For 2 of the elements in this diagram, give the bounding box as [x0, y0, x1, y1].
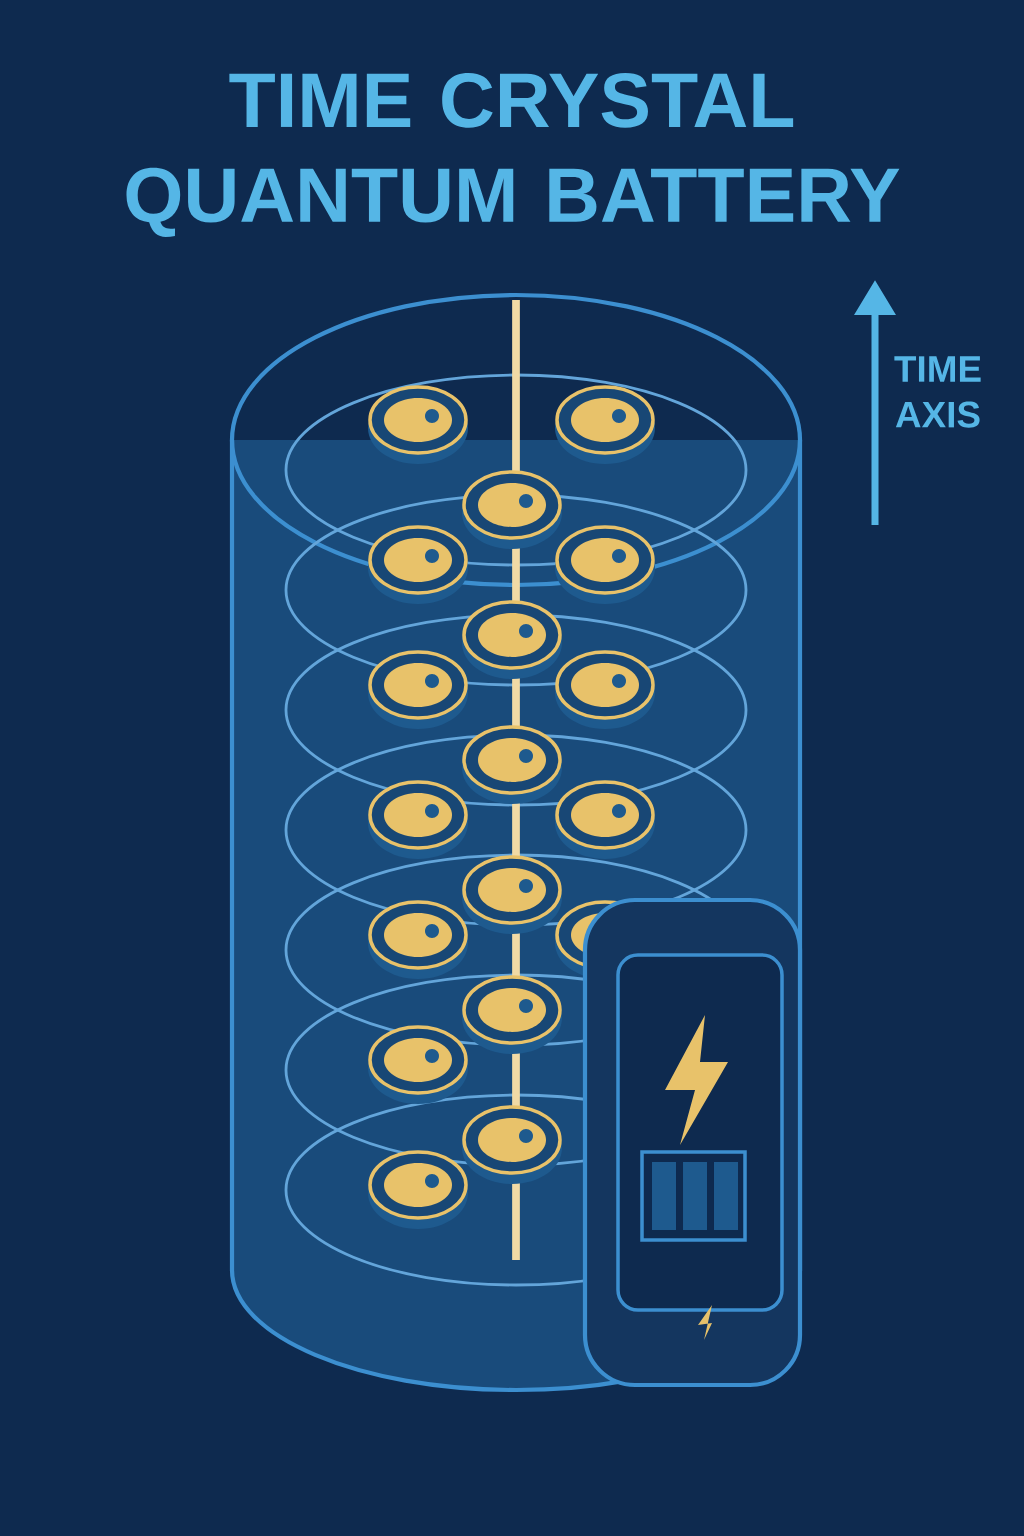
title: TIME CRYSTAL QUANTUM BATTERY: [126, 72, 900, 238]
axis-label: TIME AXIS: [894, 356, 981, 428]
